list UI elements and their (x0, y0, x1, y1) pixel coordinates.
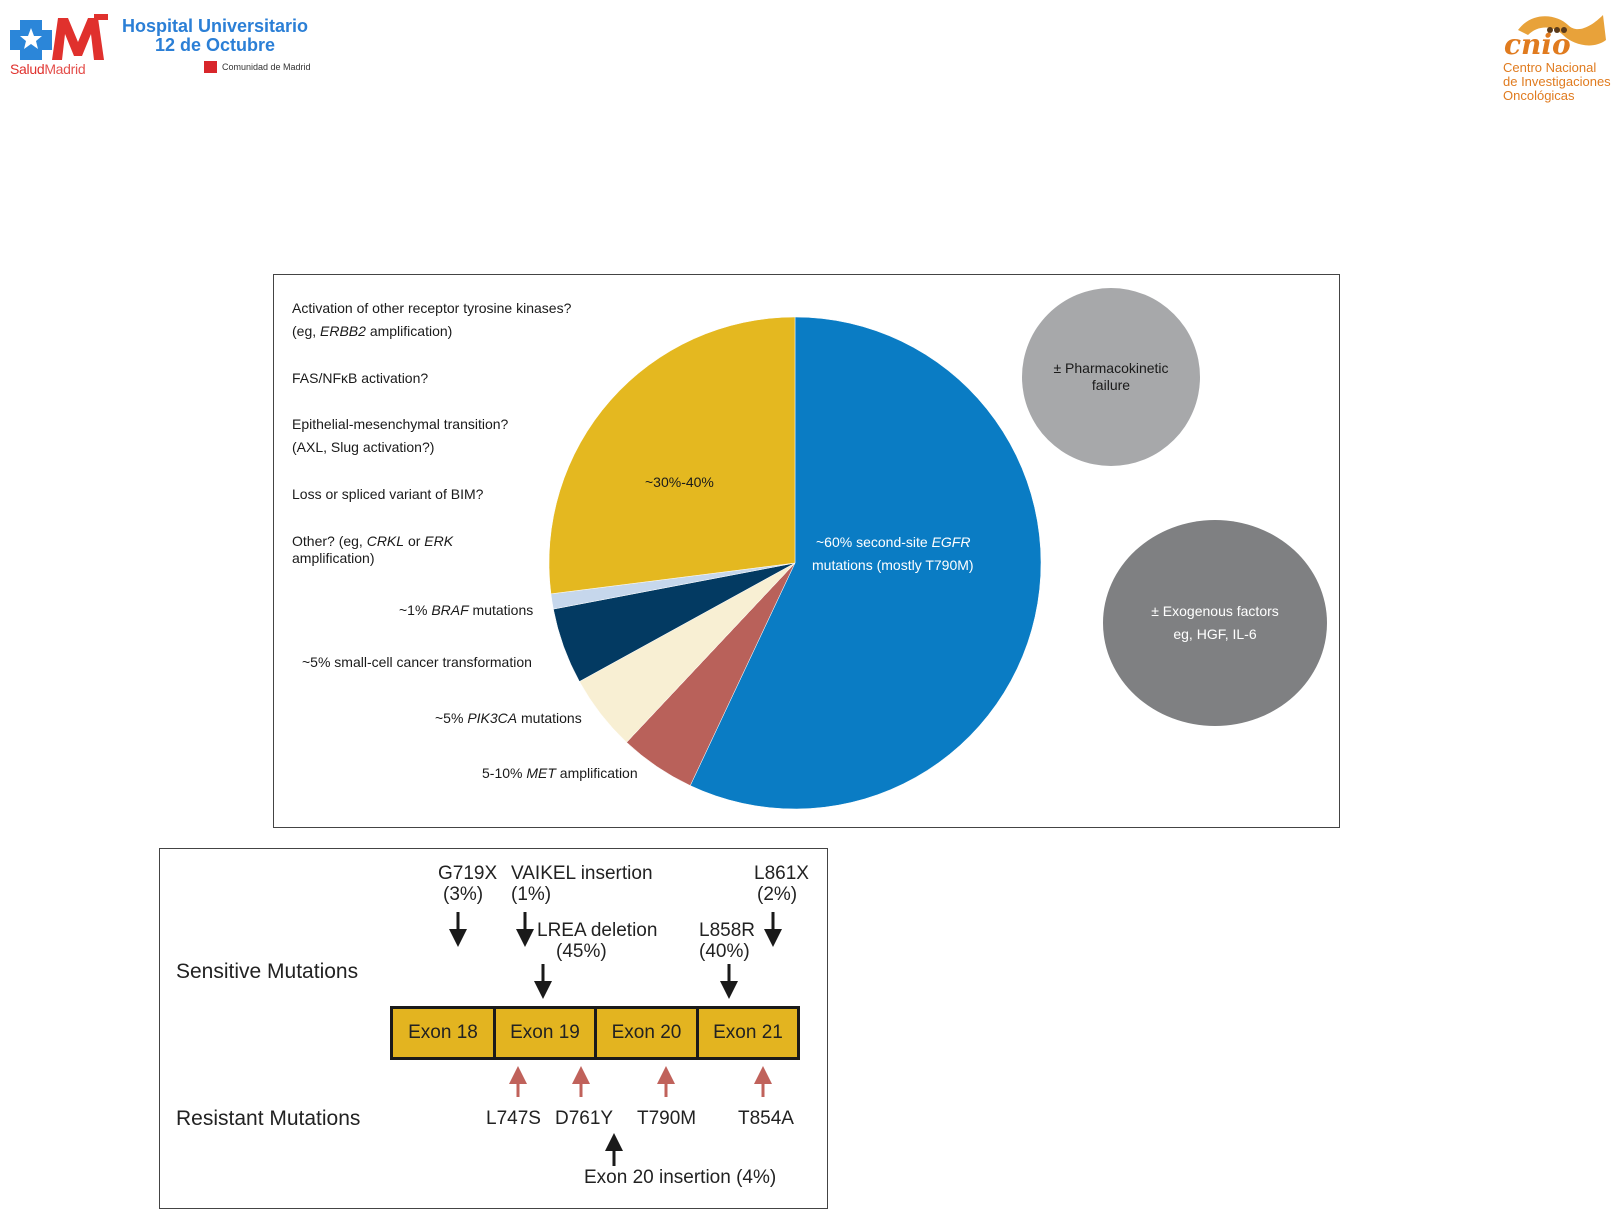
exogenous-line1: ± Exogenous factors (1151, 603, 1279, 619)
lrea-label: LREA deletion (537, 920, 658, 941)
other-label: Other? (eg, CRKL or ERK (292, 533, 454, 549)
resistance-mechanisms-panel (273, 274, 1340, 828)
salud-madrid-wordmark: SaludMadrid (10, 61, 86, 77)
g719x-pct: (3%) (443, 884, 484, 905)
cnio-name-line2: de Investigaciones (1503, 74, 1611, 89)
egfr-slice-label-cont: mutations (mostly T790M) (812, 557, 974, 573)
vaikel-label: VAIKEL insertion (511, 863, 653, 884)
cnio-name-line1: Centro Nacional (1503, 60, 1597, 75)
emt-label: Epithelial-mesenchymal transition? (292, 416, 509, 432)
exon20-insertion-label: Exon 20 insertion (4%) (584, 1167, 777, 1188)
hospital-subname: 12 de Octubre (155, 35, 276, 55)
pie-slice-5 (548, 316, 796, 595)
pik3ca-label: ~5% PIK3CA mutations (435, 710, 582, 726)
exon-19-box: Exon 19 (493, 1006, 597, 1060)
pharmacokinetic-line2: failure (1091, 377, 1131, 393)
fas-nfkb-label: FAS/NFκB activation? (292, 370, 429, 386)
exon-21-box: Exon 21 (696, 1006, 800, 1060)
l861x-label: L861X (754, 863, 809, 884)
lrea-pct: (45%) (556, 941, 607, 962)
cnio-name-line3: Oncológicas (1503, 88, 1575, 103)
l861x-pct: (2%) (757, 884, 798, 905)
cnio-wordmark: cnio (1504, 28, 1571, 61)
other-label-cont: amplification) (292, 550, 375, 566)
l747s-label: L747S (486, 1108, 541, 1129)
exon-20-box: Exon 20 (594, 1006, 699, 1060)
t854a-label: T854A (738, 1108, 794, 1129)
l858r-label: L858R (699, 920, 755, 941)
vaikel-pct: (1%) (511, 884, 552, 905)
pharmacokinetic-line1: ± Pharmacokinetic (1053, 360, 1169, 376)
egfr-slice-label: ~60% second-site EGFR (816, 534, 971, 550)
d761y-label: D761Y (555, 1108, 614, 1129)
rtk-activation-label: Activation of other receptor tyrosine ki… (292, 300, 572, 316)
salud-madrid-logo (10, 14, 108, 60)
braf-label: ~1% BRAF mutations (399, 602, 534, 618)
egfr-exon-panel (159, 848, 828, 1209)
pharmacokinetic-bubble: ± Pharmacokinetic failure (1022, 288, 1200, 466)
exon-18-box: Exon 18 (390, 1006, 496, 1060)
g719x-label: G719X (438, 863, 498, 884)
hospital-name: Hospital Universitario (122, 16, 309, 36)
cnio-logo-figure (1518, 15, 1606, 46)
comunidad-text: Comunidad de Madrid (222, 62, 311, 72)
emt-example-label: (AXL, Slug activation?) (292, 439, 435, 455)
exogenous-line2: eg, HGF, IL-6 (1173, 626, 1257, 642)
resistant-mutations-label: Resistant Mutations (176, 1107, 361, 1130)
sensitive-mutations-label: Sensitive Mutations (176, 960, 359, 983)
rtk-example-label: (eg, ERBB2 amplification) (292, 323, 453, 339)
l858r-pct: (40%) (699, 941, 750, 962)
t790m-label: T790M (637, 1108, 697, 1129)
bim-label: Loss or spliced variant of BIM? (292, 486, 484, 502)
exogenous-factors-bubble: ± Exogenous factors eg, HGF, IL-6 (1103, 520, 1327, 726)
comunidad-icon (204, 61, 217, 73)
sclc-label: ~5% small-cell cancer transformation (302, 654, 532, 670)
unknown-slice-label: ~30%-40% (645, 474, 714, 490)
pie-slice-0 (689, 316, 1042, 810)
met-label: 5-10% MET amplification (482, 765, 638, 781)
